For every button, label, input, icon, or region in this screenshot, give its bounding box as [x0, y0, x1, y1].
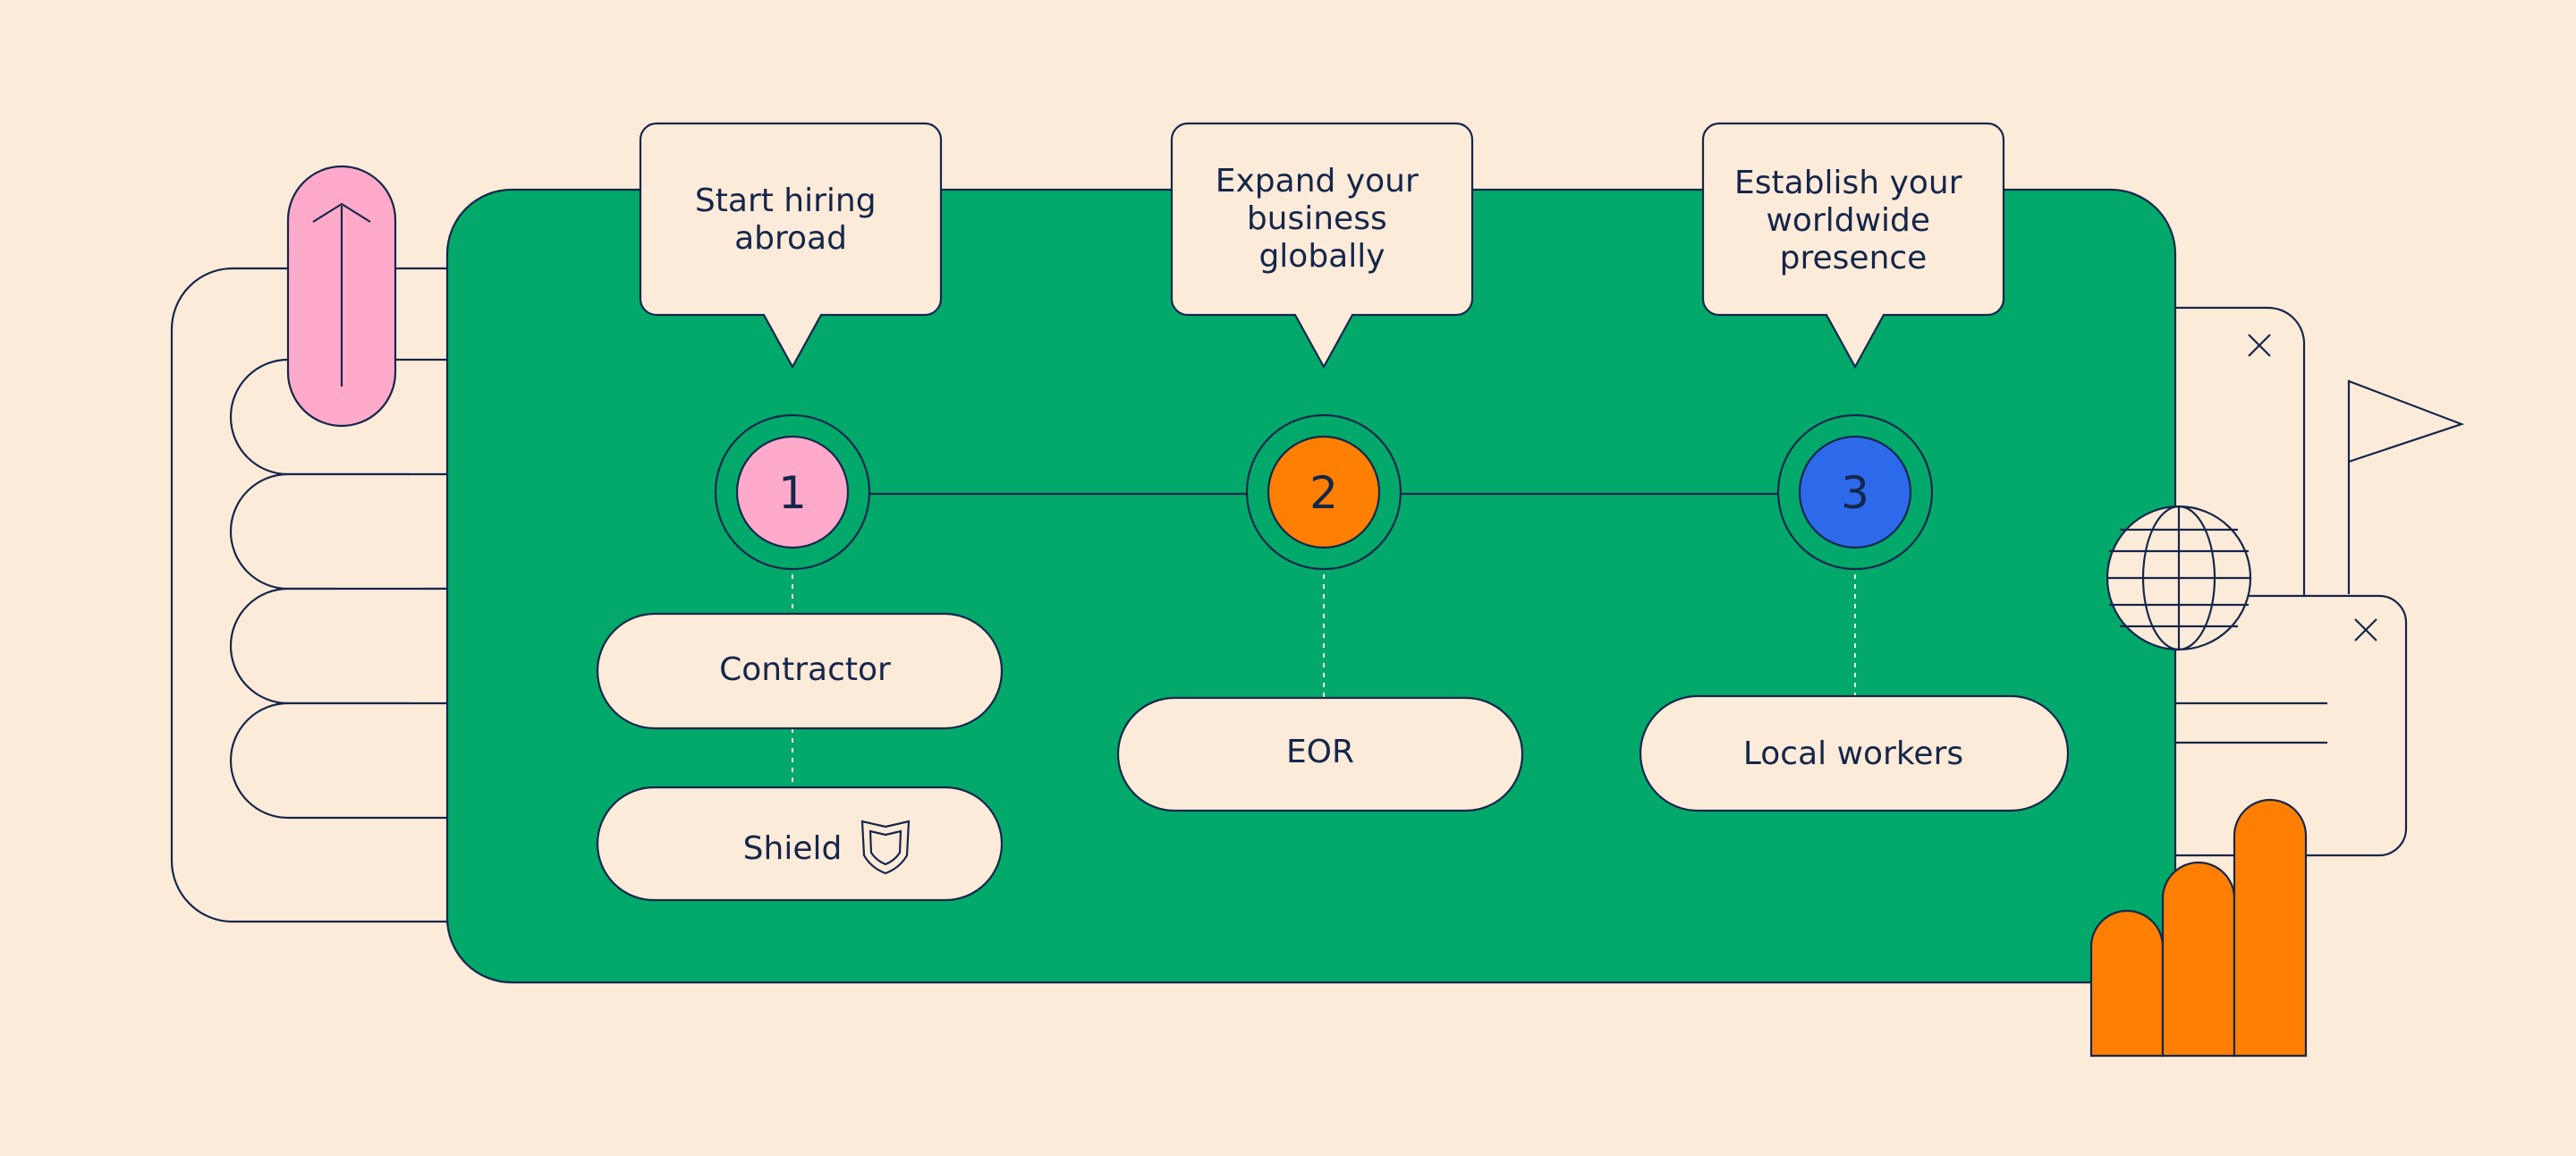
- step-1-ring: [714, 413, 871, 571]
- contractor-label: Contractor: [719, 651, 891, 688]
- step-2-caption: Expand your business globally: [1216, 163, 1428, 275]
- finger-4: [229, 701, 447, 820]
- shield-pill: [596, 786, 1004, 902]
- bar-chart-bar: [2233, 798, 2308, 1058]
- step-2-number: 2: [1309, 467, 1338, 519]
- step-2: Expand your business globally 2 EOR: [1116, 122, 1524, 812]
- globe-icon: [2106, 505, 2252, 651]
- step-3-number-circle: [1798, 435, 1912, 549]
- shield-icon: [860, 820, 911, 875]
- step-2-speech-bubble: [1170, 122, 1474, 370]
- step-1-caption: Start hiring abroad: [695, 183, 886, 257]
- hand-illustration: [170, 165, 447, 923]
- window-lines: [2175, 701, 2327, 744]
- step-2-number-circle: [1267, 435, 1381, 549]
- step-3: Establish your worldwide presence 3 Loca…: [1639, 122, 2070, 812]
- eor-label: EOR: [1286, 734, 1354, 770]
- step-3-speech-bubble: [1701, 122, 2005, 370]
- step-3-number: 3: [1841, 467, 1869, 519]
- step-1: Start hiring abroad 1 Contractor Shield: [596, 122, 1004, 902]
- bar-chart-icon: [2089, 798, 2308, 1058]
- eor-pill: [1116, 696, 1524, 812]
- close-icon: [2248, 334, 2271, 357]
- step-1-number: 1: [778, 467, 807, 519]
- close-icon: [2354, 618, 2377, 642]
- step-3-ring: [1776, 413, 1934, 571]
- finger-3: [229, 587, 447, 705]
- bar-chart-bar: [2161, 861, 2236, 1058]
- local-workers-label: Local workers: [1743, 735, 1963, 772]
- bar-chart-bar: [2089, 909, 2165, 1058]
- flag-icon: [2347, 379, 2465, 594]
- contractor-pill: [596, 612, 1004, 730]
- shield-label: Shield: [743, 830, 843, 867]
- step-3-caption: Establish your worldwide presence: [1734, 165, 1972, 276]
- step-1-speech-bubble: [639, 122, 943, 370]
- local-workers-pill: [1639, 694, 2070, 812]
- step-2-ring: [1245, 413, 1402, 571]
- arrow-up-icon: [312, 202, 371, 387]
- dotted-connectors: [792, 574, 1856, 787]
- step-1-number-circle: [735, 435, 850, 549]
